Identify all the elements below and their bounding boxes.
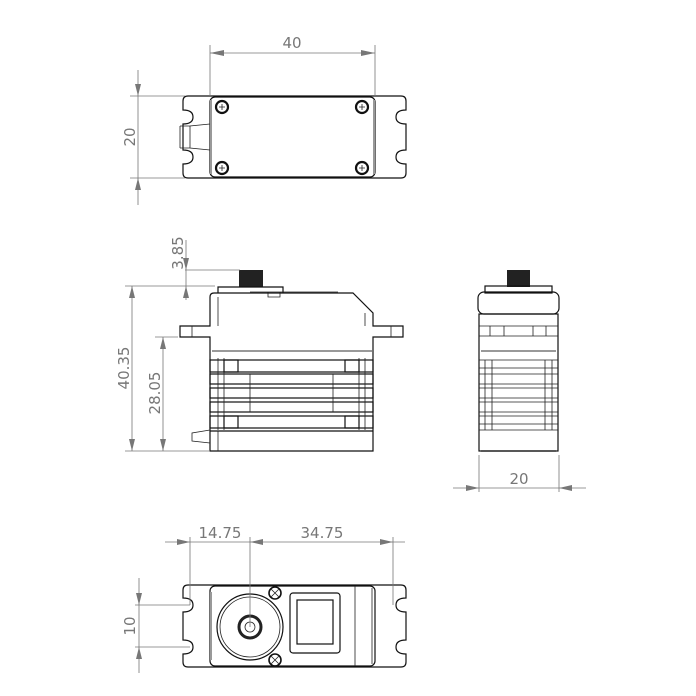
cooling-fins (209, 358, 374, 430)
bottom-view: 14.75 34.75 10 (121, 524, 407, 673)
dim-total-height: 40.35 (115, 347, 133, 390)
dim-shaft-offset: 14.75 (199, 524, 242, 542)
bottom-outline (182, 584, 407, 668)
connector (179, 123, 211, 151)
output-spline (507, 270, 530, 287)
screw-icon (214, 99, 370, 176)
dim-top-height: 20 (121, 127, 139, 146)
label-window (289, 592, 341, 654)
top-outline (182, 95, 407, 179)
connector (191, 429, 211, 444)
top-view: 40 20 (121, 34, 407, 205)
front-body (179, 292, 404, 452)
output-spline (239, 270, 263, 287)
dim-mount-height: 28.05 (146, 372, 164, 415)
side-cap (477, 291, 560, 315)
top-cover (209, 96, 376, 178)
dim-top-width: 40 (282, 34, 301, 52)
side-view: 20 (453, 270, 586, 492)
dim-shaft-to-hole: 34.75 (301, 524, 344, 542)
dim-side-width: 20 (509, 470, 528, 488)
screw-icon (268, 586, 282, 667)
dim-hole-spacing: 10 (121, 616, 139, 635)
dim-spline-height: 3.85 (169, 236, 187, 269)
front-view: 3.85 40.35 28.05 (115, 236, 404, 452)
